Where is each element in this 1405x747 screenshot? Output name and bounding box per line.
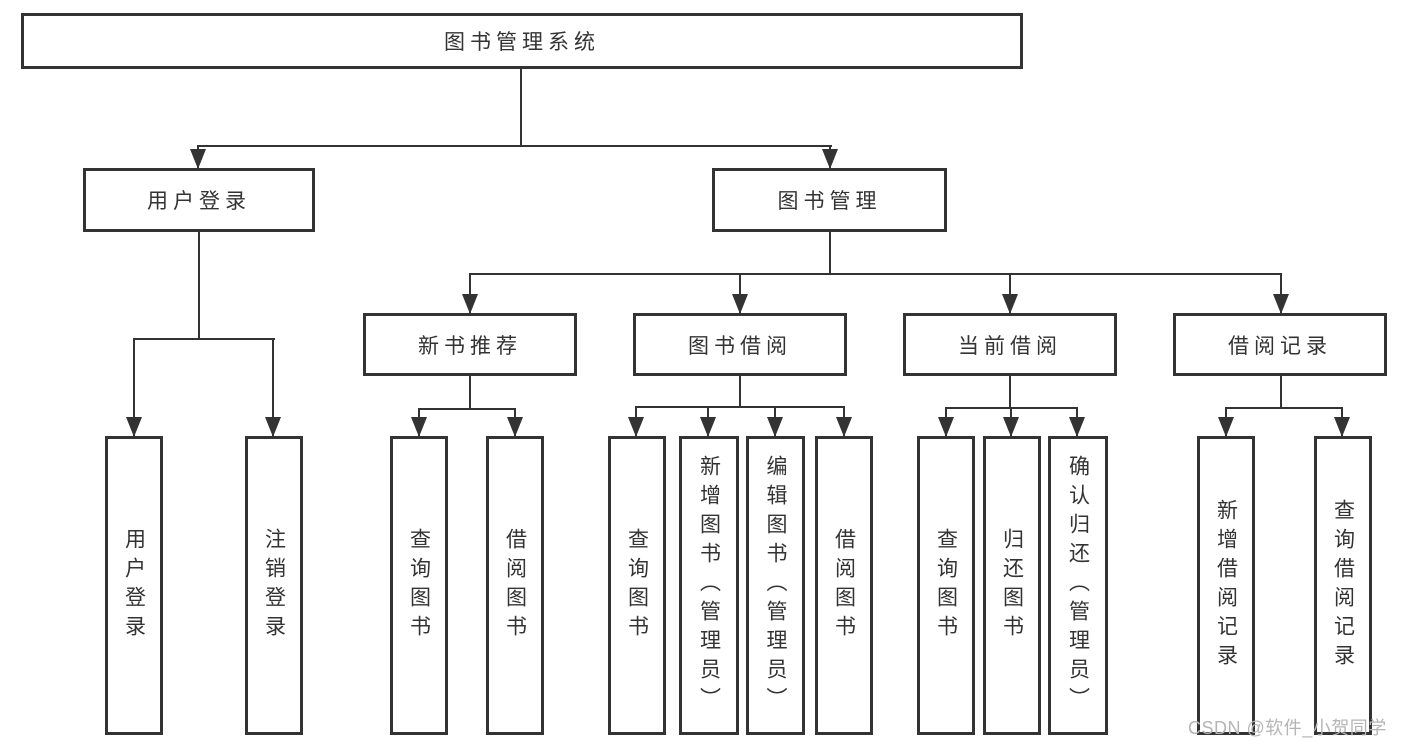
leaf-return-book: 归还图书 [983, 436, 1041, 735]
node-label: 新增借阅记录 [1214, 498, 1238, 673]
connector-vline [829, 232, 831, 274]
node-label: 图书借阅 [688, 334, 792, 358]
connector-vline [469, 376, 471, 409]
csdn-watermark: CSDN @软件_小贺同学 [1188, 718, 1387, 738]
node-label: 编辑图书（管理员） [764, 455, 787, 716]
connector-vline [133, 338, 135, 437]
node-label: 查询图书 [934, 527, 958, 644]
connector-hline [197, 145, 832, 147]
connector-vline [1009, 273, 1011, 314]
node-book-management: 图书管理 [712, 168, 947, 232]
node-label: 确认归还（管理员） [1066, 455, 1090, 716]
arrow-down-icon [938, 417, 954, 437]
arrow-down-icon [1218, 417, 1234, 437]
connector-vline [469, 273, 471, 314]
node-library-management-system: 图书管理系统 [21, 13, 1023, 69]
arrow-down-icon [1069, 417, 1085, 437]
connector-hline [635, 406, 845, 408]
connector-hline [1225, 407, 1343, 409]
node-label: 借阅图书 [503, 527, 527, 644]
leaf-query-books: 查询图书 [390, 436, 448, 735]
node-label: 查询图书 [625, 527, 649, 644]
arrow-down-icon [1273, 294, 1289, 314]
connector-hline [418, 408, 516, 410]
node-label: 新增图书（管理员） [697, 455, 721, 716]
arrow-down-icon [411, 417, 427, 437]
arrow-down-icon [507, 417, 523, 437]
connector-vline [272, 338, 274, 437]
leaf-add-book-admin: 新增图书（管理员） [679, 436, 739, 735]
arrow-down-icon [822, 149, 838, 169]
arrow-down-icon [700, 417, 716, 437]
node-label: 注销登录 [262, 527, 286, 644]
leaf-confirm-return-admin: 确认归还（管理员） [1048, 436, 1108, 735]
connector-vline [739, 376, 741, 407]
leaf-add-borrow-record: 新增借阅记录 [1197, 436, 1255, 735]
node-label: 借阅记录 [1228, 334, 1332, 358]
leaf-logout: 注销登录 [245, 436, 303, 735]
arrow-down-icon [126, 417, 142, 437]
leaf-borrow-books: 借阅图书 [486, 436, 544, 735]
node-label: 借阅图书 [832, 527, 856, 644]
node-label: 查询图书 [407, 527, 431, 644]
connector-vline [739, 273, 741, 314]
arrow-down-icon [1334, 417, 1350, 437]
arrow-down-icon [1002, 294, 1018, 314]
node-label: 图书管理系统 [444, 31, 600, 54]
node-user-login: 用户登录 [83, 168, 315, 232]
node-borrowing-records: 借阅记录 [1173, 313, 1387, 376]
arrow-down-icon [767, 417, 783, 437]
arrow-down-icon [190, 149, 206, 169]
leaf-query-borrow-record: 查询借阅记录 [1314, 436, 1372, 735]
arrow-down-icon [732, 294, 748, 314]
node-new-book-recommendation: 新书推荐 [363, 313, 577, 376]
connector-vline [1009, 376, 1011, 408]
leaf-borrow-books-2: 借阅图书 [815, 436, 873, 735]
arrow-down-icon [265, 417, 281, 437]
connector-vline [1280, 376, 1282, 408]
leaf-edit-book-admin: 编辑图书（管理员） [746, 436, 805, 735]
connector-hline [133, 338, 275, 340]
node-label: 用户登录 [147, 190, 251, 213]
leaf-user-login: 用户登录 [105, 436, 163, 735]
node-label: 新书推荐 [418, 334, 522, 358]
connector-vline [520, 69, 522, 146]
node-current-borrowing: 当前借阅 [903, 313, 1117, 376]
leaf-query-books-2: 查询图书 [608, 436, 666, 735]
node-label: 图书管理 [777, 190, 882, 213]
arrow-down-icon [628, 417, 644, 437]
connector-vline [1280, 273, 1282, 314]
node-label: 查询借阅记录 [1331, 498, 1355, 673]
connector-hline [469, 273, 1282, 275]
connector-vline [198, 232, 200, 339]
node-label: 当前借阅 [958, 334, 1062, 358]
node-book-borrowing: 图书借阅 [633, 313, 847, 376]
node-label: 归还图书 [1000, 527, 1024, 644]
arrow-down-icon [836, 417, 852, 437]
arrow-down-icon [1003, 417, 1019, 437]
node-label: 用户登录 [122, 527, 146, 644]
leaf-query-books-3: 查询图书 [917, 436, 975, 735]
arrow-down-icon [462, 294, 478, 314]
